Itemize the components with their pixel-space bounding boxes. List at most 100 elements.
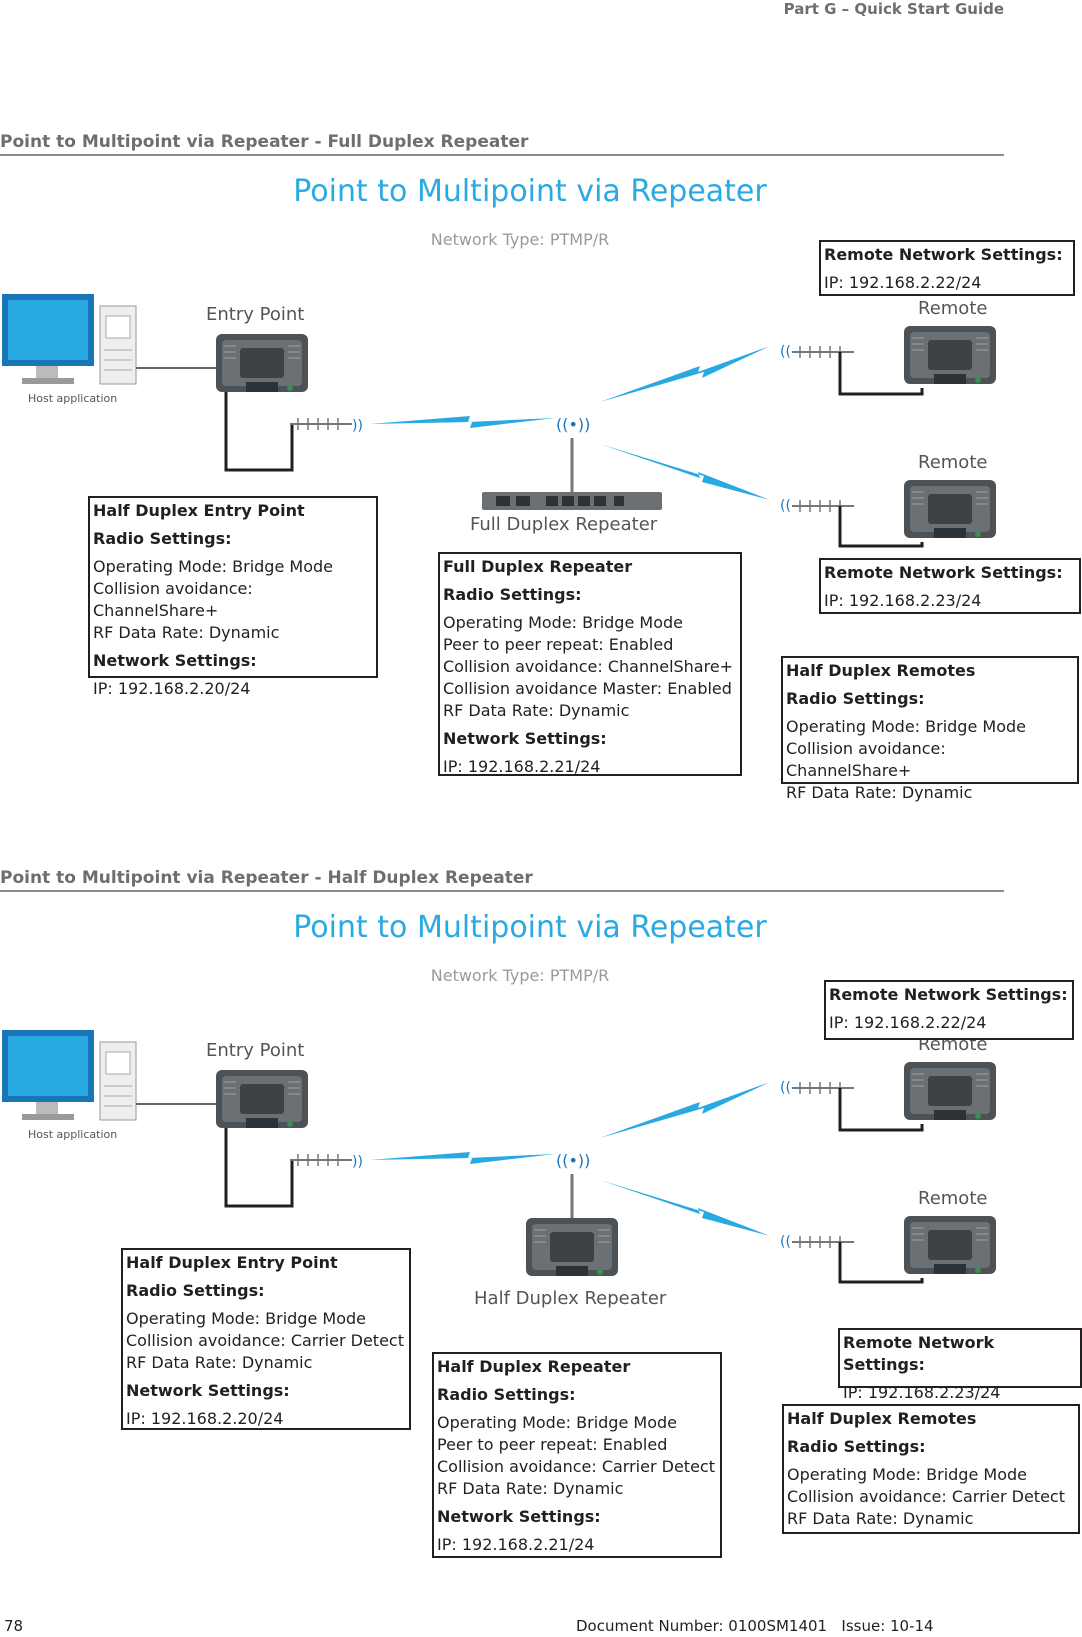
ip-address: IP: 192.168.2.21/24	[437, 1535, 595, 1554]
setting-line: Collision avoidance: ChannelShare+	[443, 657, 734, 676]
entry-point-settings-box: Half Duplex Entry Point Radio Settings: …	[121, 1248, 411, 1430]
setting-line: Collision avoidance: Carrier Detect	[787, 1487, 1065, 1506]
remote-1-settings-box: Remote Network Settings: IP: 192.168.2.2…	[819, 240, 1075, 296]
repeater-label: Full Duplex Repeater	[470, 514, 658, 535]
box-title: Half Duplex Entry Point	[126, 1253, 338, 1272]
network-settings-heading: Network Settings:	[437, 1507, 601, 1526]
section-heading-full-duplex: Point to Multipoint via Repeater - Full …	[0, 132, 1004, 156]
host-application-label: Host application	[28, 1128, 118, 1141]
antenna-cable	[224, 392, 294, 472]
remote-yagi-antenna-icon: ((	[780, 498, 855, 514]
setting-line: Peer to peer repeat: Enabled	[437, 1435, 668, 1454]
box-title: Half Duplex Remotes	[787, 1409, 977, 1428]
radio-settings-heading: Radio Settings:	[126, 1281, 265, 1300]
entry-yagi-antenna-icon: ))	[289, 1153, 363, 1170]
box-title: Remote Network Settings:	[824, 563, 1063, 582]
remote-2-settings-box: Remote Network Settings: IP: 192.168.2.2…	[838, 1328, 1082, 1402]
ip-address: IP: 192.168.2.21/24	[443, 757, 601, 776]
box-title: Remote Network Settings:	[829, 985, 1068, 1004]
setting-line: Operating Mode: Bridge Mode	[437, 1413, 677, 1432]
svg-text:((: ((	[780, 498, 791, 514]
remotes-settings-box: Half Duplex Remotes Radio Settings: Oper…	[781, 656, 1079, 802]
entry-point-settings-box: Half Duplex Entry Point Radio Settings: …	[88, 496, 378, 698]
remote-yagi-antenna-icon: ((	[780, 1080, 855, 1096]
radio-settings-heading: Radio Settings:	[437, 1385, 576, 1404]
computer-tower-icon	[99, 305, 137, 385]
computer-monitor-icon	[2, 1030, 94, 1120]
entry-point-radio-icon	[215, 1069, 309, 1129]
ip-address: IP: 192.168.2.23/24	[824, 591, 982, 610]
setting-line: Operating Mode: Bridge Mode	[786, 717, 1026, 736]
section-heading-half-duplex: Point to Multipoint via Repeater - Half …	[0, 868, 1004, 892]
repeater-settings-box: Half Duplex Repeater Radio Settings: Ope…	[432, 1352, 722, 1558]
page-number: 78	[4, 1617, 24, 1635]
ip-address: IP: 192.168.2.20/24	[126, 1409, 284, 1428]
computer-tower-icon	[99, 1041, 137, 1121]
remote-yagi-antenna-icon: ((	[780, 344, 855, 360]
network-illustration: )) ((•)) ((	[2, 294, 997, 548]
remotes-settings-box: Half Duplex Remotes Radio Settings: Oper…	[782, 1404, 1080, 1534]
ip-address: IP: 192.168.2.22/24	[824, 273, 982, 292]
setting-line: RF Data Rate: Dynamic	[126, 1353, 313, 1372]
setting-line: RF Data Rate: Dynamic	[787, 1509, 974, 1528]
setting-line: Collision avoidance: Carrier Detect	[126, 1331, 404, 1350]
setting-line: RF Data Rate: Dynamic	[437, 1479, 624, 1498]
svg-text:((•)): ((•))	[556, 1151, 590, 1170]
half-duplex-repeater-radio-icon	[525, 1217, 619, 1277]
diagram-title: Point to Multipoint via Repeater	[293, 910, 767, 945]
ip-address: IP: 192.168.2.23/24	[843, 1383, 1001, 1402]
remote-radio-icon	[903, 1215, 997, 1275]
setting-line: Collision avoidance: ChannelShare+	[93, 579, 253, 620]
setting-line: Operating Mode: Bridge Mode	[93, 557, 333, 576]
setting-line: Operating Mode: Bridge Mode	[126, 1309, 366, 1328]
box-title: Half Duplex Repeater	[437, 1357, 631, 1376]
setting-line: RF Data Rate: Dynamic	[443, 701, 630, 720]
svg-text:((: ((	[780, 344, 791, 360]
remote-radio-icon	[903, 479, 997, 539]
repeater-antenna-icon: ((•))	[556, 1151, 590, 1220]
svg-text:((: ((	[780, 1080, 791, 1096]
box-title: Remote Network Settings:	[824, 245, 1063, 264]
wireless-link-lightning	[370, 346, 770, 500]
antenna-cable	[838, 506, 924, 548]
setting-line: RF Data Rate: Dynamic	[786, 783, 973, 802]
diagram-network-type: Network Type: PTMP/R	[430, 966, 610, 985]
radio-settings-heading: Radio Settings:	[786, 689, 925, 708]
diagram-title: Point to Multipoint via Repeater	[293, 174, 767, 209]
remote-label: Remote	[918, 1188, 988, 1209]
box-title: Full Duplex Repeater	[443, 557, 633, 576]
repeater-antenna-icon: ((•))	[556, 415, 590, 496]
computer-monitor-icon	[2, 294, 94, 384]
diagram-half-duplex: )) ((•)) (( (( Point to	[0, 902, 1082, 1602]
box-title: Half Duplex Remotes	[786, 661, 976, 680]
antenna-cable	[838, 1242, 924, 1284]
setting-line: Peer to peer repeat: Enabled	[443, 635, 674, 654]
network-illustration: )) ((•)) (( ((	[2, 1030, 997, 1284]
svg-text:((•)): ((•))	[556, 415, 590, 434]
svg-text:((: ((	[780, 1234, 791, 1250]
repeater-settings-box: Full Duplex Repeater Radio Settings: Ope…	[438, 552, 742, 776]
entry-point-label: Entry Point	[206, 304, 305, 325]
antenna-cable	[838, 352, 924, 396]
remote-2-settings-box: Remote Network Settings: IP: 192.168.2.2…	[819, 558, 1081, 614]
remote-yagi-antenna-icon: ((	[780, 1234, 855, 1250]
svg-text:)): ))	[352, 1154, 363, 1170]
entry-yagi-antenna-icon: ))	[289, 417, 363, 434]
network-settings-heading: Network Settings:	[443, 729, 607, 748]
remote-radio-icon	[903, 1061, 997, 1121]
remote-1-settings-box: Remote Network Settings: IP: 192.168.2.2…	[824, 980, 1074, 1040]
setting-line: Operating Mode: Bridge Mode	[787, 1465, 1027, 1484]
diagram-full-duplex: )) ((•)) ((	[0, 166, 1082, 826]
ip-address: IP: 192.168.2.22/24	[829, 1013, 987, 1032]
setting-line: RF Data Rate: Dynamic	[93, 623, 280, 642]
ip-address: IP: 192.168.2.20/24	[93, 679, 251, 698]
remote-label: Remote	[918, 452, 988, 473]
radio-settings-heading: Radio Settings:	[787, 1437, 926, 1456]
network-settings-heading: Network Settings:	[126, 1381, 290, 1400]
setting-line: Collision avoidance: Carrier Detect	[437, 1457, 715, 1476]
remote-radio-icon	[903, 325, 997, 385]
network-settings-heading: Network Settings:	[93, 651, 257, 670]
entry-point-label: Entry Point	[206, 1040, 305, 1061]
repeater-label: Half Duplex Repeater	[474, 1288, 667, 1309]
remote-label: Remote	[918, 298, 988, 319]
